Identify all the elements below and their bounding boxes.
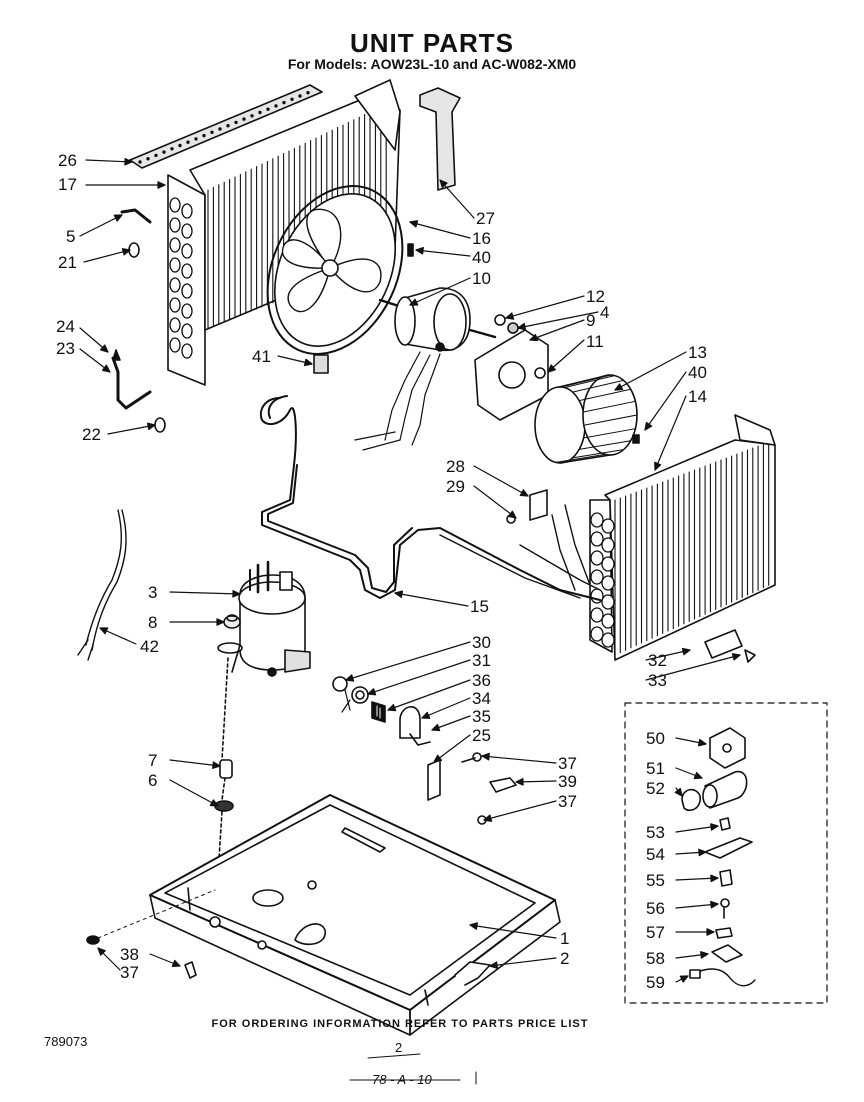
callout-1: 1 (560, 929, 570, 948)
wire-harness-42 (77, 509, 127, 661)
compressor (217, 560, 311, 677)
callout-5: 5 (66, 227, 76, 246)
callout-24: 24 (56, 317, 75, 336)
callout-11: 11 (586, 332, 604, 351)
part-23 (111, 356, 152, 410)
washer-4 (507, 322, 519, 334)
callout-55: 55 (646, 871, 665, 890)
screw-40b (632, 434, 640, 444)
callout-52: 52 (646, 779, 665, 798)
fan-shroud (266, 185, 404, 355)
callout-53: 53 (646, 823, 665, 842)
evaporator-coil (589, 414, 776, 661)
screw-40a (407, 243, 414, 257)
callout-37a: 37 (558, 754, 577, 773)
page-title: UNIT PARTS (349, 28, 515, 58)
callout-2: 2 (560, 949, 570, 968)
callout-56: 56 (646, 899, 665, 918)
callout-14: 14 (688, 387, 707, 406)
callout-28: 28 (446, 457, 465, 476)
grommet-8 (223, 614, 241, 629)
clip-38 (184, 961, 197, 979)
callout-31: 31 (472, 651, 491, 670)
clip-39 (489, 777, 517, 793)
callout-40a: 40 (472, 248, 491, 267)
callout-39: 39 (558, 772, 577, 791)
callout-50: 50 (646, 729, 665, 748)
bracket-2 (454, 961, 491, 986)
callout-33: 33 (648, 671, 667, 690)
part-33 (744, 649, 756, 663)
callout-59: 59 (646, 973, 665, 992)
base-pan (149, 794, 561, 1036)
callout-7: 7 (148, 751, 158, 770)
part-22 (154, 417, 166, 433)
callout-29: 29 (446, 477, 465, 496)
callout-12: 12 (586, 287, 605, 306)
callout-54: 54 (646, 845, 665, 864)
callout-27: 27 (476, 209, 495, 228)
fan-motor (354, 287, 497, 451)
callout-32: 32 (648, 651, 667, 670)
callout-40b: 40 (688, 363, 707, 382)
callout-3: 3 (148, 583, 158, 602)
callout-22: 22 (82, 425, 101, 444)
callout-8: 8 (148, 613, 158, 632)
callout-37c: 37 (120, 963, 139, 982)
part-24 (112, 349, 121, 361)
callout-13: 13 (688, 343, 707, 362)
callout-16: 16 (472, 229, 491, 248)
callout-21: 21 (58, 253, 77, 272)
callout-6: 6 (148, 771, 158, 790)
callout-35: 35 (472, 707, 491, 726)
callout-4: 4 (600, 303, 610, 322)
callout-10: 10 (472, 269, 491, 288)
callout-leader-lines (79, 157, 741, 983)
top-insulation-strip (129, 84, 323, 169)
part-32 (704, 629, 743, 659)
callout-41: 41 (252, 347, 271, 366)
blower-wheel (534, 374, 638, 464)
part-41 (313, 354, 329, 374)
condenser-coil (167, 79, 401, 386)
callout-26: 26 (58, 151, 77, 170)
callout-57: 57 (646, 923, 665, 942)
electrical-kit-parts (681, 727, 756, 987)
screw-11 (534, 367, 546, 379)
terminal-cover-assembly (332, 676, 431, 746)
model-subtitle: For Models: AOW23L-10 and AC-W082-XM0 (287, 56, 577, 72)
callout-9: 9 (586, 311, 596, 330)
refrigerant-tubing (260, 395, 601, 601)
ordering-note: FOR ORDERING INFORMATION REFER TO PARTS … (211, 1018, 589, 1030)
page-mark: 2 (395, 1040, 403, 1055)
callout-38: 38 (120, 945, 139, 964)
callout-42: 42 (140, 637, 159, 656)
callout-30: 30 (472, 633, 491, 652)
callout-15: 15 (470, 597, 489, 616)
document-number: 789073 (44, 1034, 88, 1049)
nut-12 (494, 314, 506, 326)
callout-23: 23 (56, 339, 75, 358)
callout-25: 25 (472, 726, 491, 745)
callout-36: 36 (472, 671, 491, 690)
callout-17: 17 (58, 175, 77, 194)
callout-34: 34 (472, 689, 491, 708)
screw-37c (86, 935, 100, 945)
date-mark: 78 - A - 10 (372, 1072, 432, 1087)
callout-58: 58 (646, 949, 665, 968)
side-strip-27 (419, 87, 461, 191)
callout-37b: 37 (558, 792, 577, 811)
callout-51: 51 (646, 759, 665, 778)
clip-28 (529, 489, 548, 521)
part-5 (120, 208, 152, 224)
